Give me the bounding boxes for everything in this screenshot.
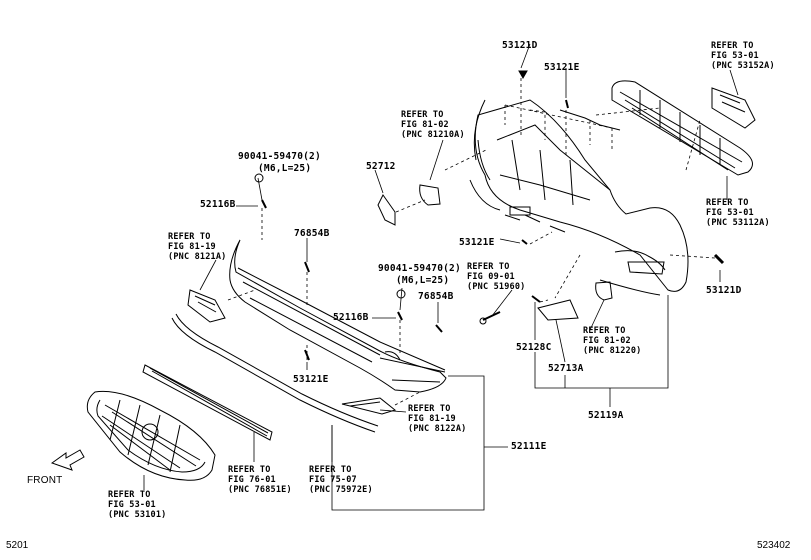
- bumper-cover-icon: [469, 99, 689, 296]
- part-53121d-top: 53121D: [502, 40, 538, 51]
- page-code-right: 523402: [757, 540, 791, 551]
- molding-strip-icon: [171, 317, 376, 433]
- front-arrow-icon: [50, 449, 85, 471]
- part-52713a: 52713A: [548, 363, 584, 374]
- part-52128c: 52128C: [516, 342, 552, 353]
- lower-bumper-icon: [229, 239, 447, 393]
- part-90041-1-number: 90041-59470(2): [238, 151, 321, 162]
- part-52119a: 52119A: [588, 410, 624, 421]
- part-52116b-2: 52116B: [333, 312, 369, 323]
- part-90041-2-spec: (M6,L=25): [396, 275, 450, 286]
- fog-lamp-icon: [419, 184, 613, 301]
- grille-icon: [86, 390, 216, 481]
- part-90041-1-spec: (M6,L=25): [258, 163, 312, 174]
- guide-lines: [227, 78, 716, 406]
- part-52116b-1: 52116B: [200, 199, 236, 210]
- part-53121e-low: 53121E: [293, 374, 329, 385]
- part-76854b-1: 76854B: [294, 228, 330, 239]
- part-52111e: 52111E: [511, 441, 547, 452]
- part-76854b-2: 76854B: [418, 291, 454, 302]
- leader-lines: [143, 43, 739, 511]
- bolt-icon: [479, 295, 541, 325]
- fog-bezel-right-icon: [341, 397, 397, 415]
- fog-bezel-left-icon: [187, 289, 226, 323]
- part-53121e-top: 53121E: [544, 62, 580, 73]
- front-label: FRONT: [27, 475, 63, 486]
- bracket-52712-icon: [377, 194, 396, 226]
- part-52712: 52712: [366, 161, 396, 172]
- upper-grille-insert-icon: [611, 80, 756, 176]
- clip-icon: [254, 70, 725, 361]
- part-53121d-right: 53121D: [706, 285, 742, 296]
- page-code-left: 5201: [6, 540, 29, 551]
- part-90041-2-number: 90041-59470(2): [378, 263, 461, 274]
- part-53121e-mid: 53121E: [459, 237, 495, 248]
- bezel-52713a-icon: [537, 299, 579, 321]
- grille-strip-icon: [142, 364, 273, 441]
